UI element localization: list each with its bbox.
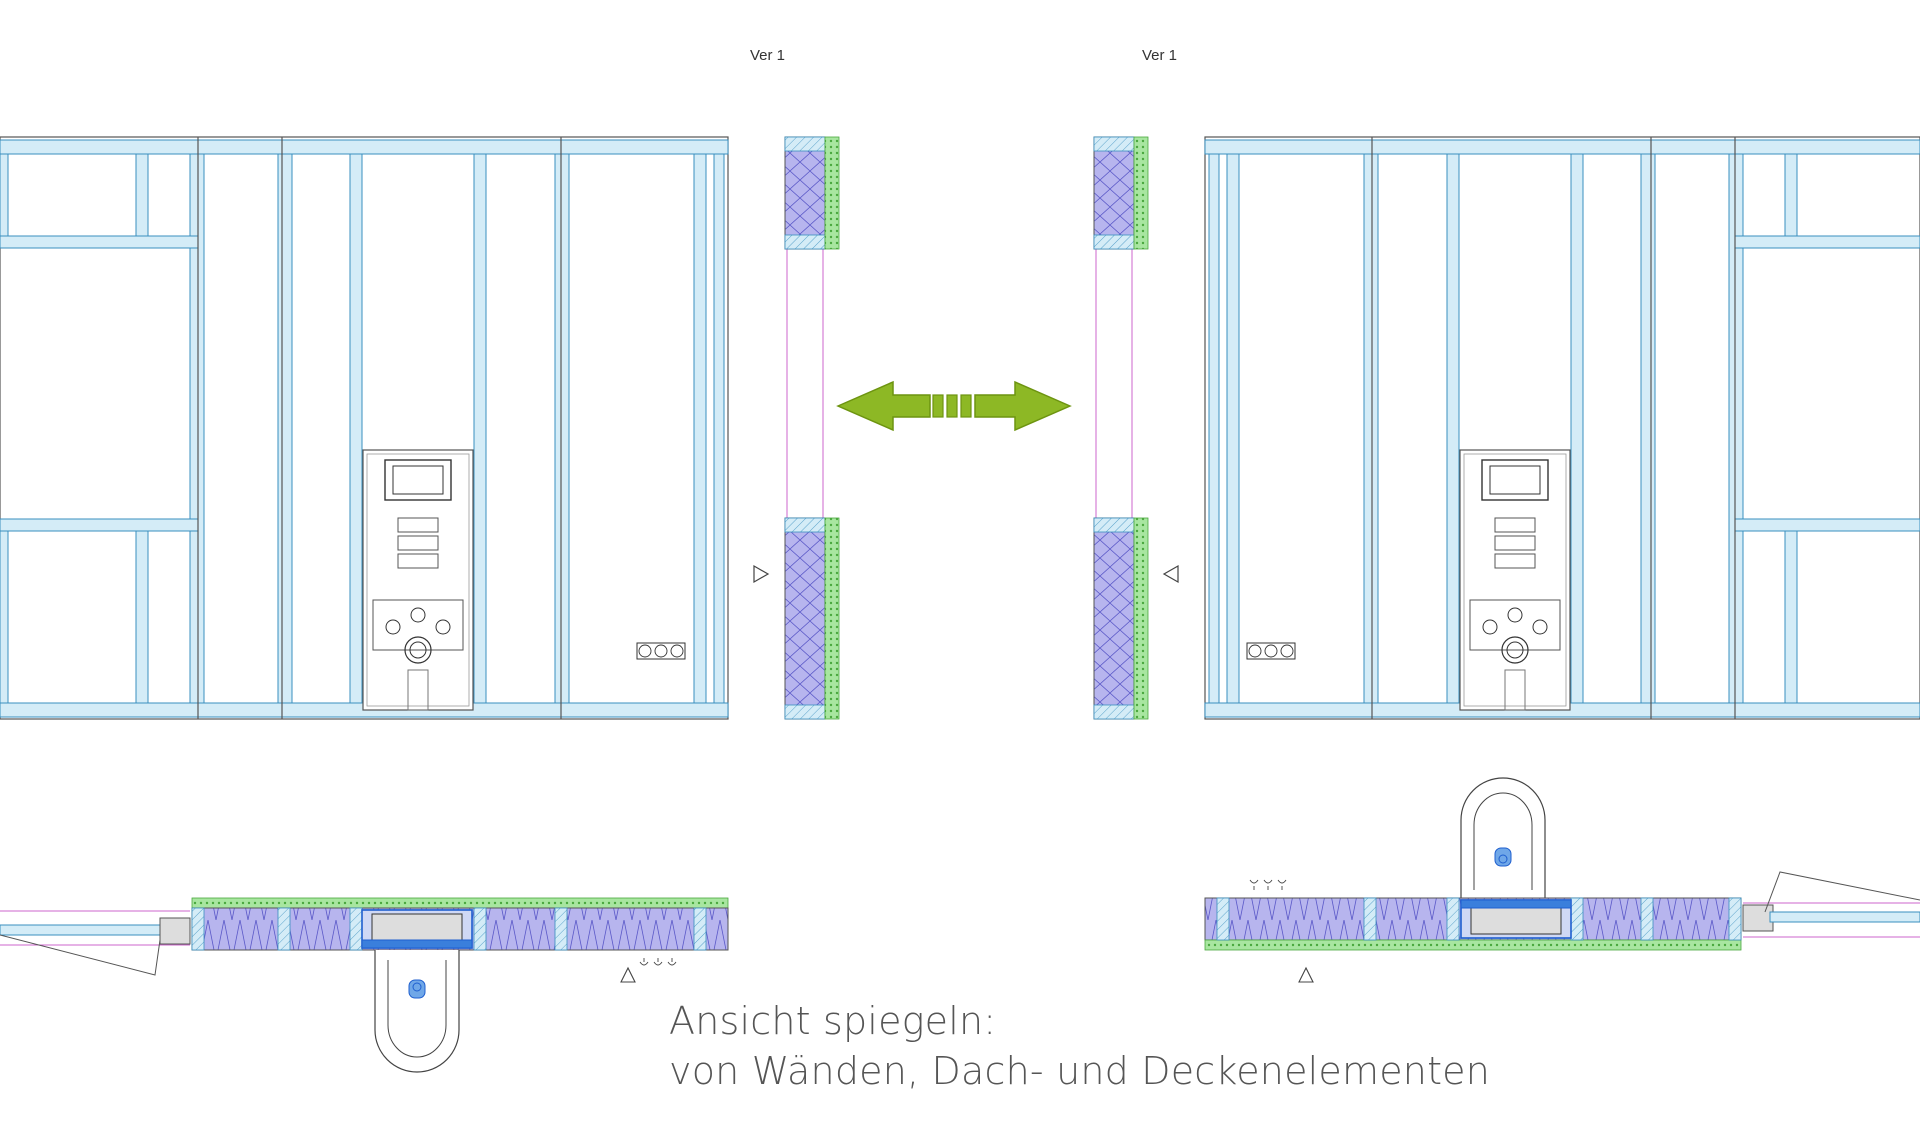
caption: Ansicht spiegeln: von Wänden, Dach- und … bbox=[669, 996, 1490, 1096]
version-label-right: Ver 1 bbox=[1142, 47, 1178, 64]
caption-line-1: Ansicht spiegeln: bbox=[669, 999, 997, 1043]
caption-line-2: von Wänden, Dach- und Deckenelementen bbox=[669, 1049, 1491, 1093]
left-wall-section bbox=[784, 136, 840, 720]
double-arrow-icon bbox=[836, 380, 1072, 432]
right-wall-elevation bbox=[1204, 136, 1920, 720]
view-marker-right bbox=[1162, 564, 1179, 584]
version-label-left: Ver 1 bbox=[750, 47, 786, 64]
view-marker-left bbox=[753, 564, 770, 584]
left-wall-elevation bbox=[0, 136, 729, 720]
left-wall-plan bbox=[0, 897, 729, 1073]
right-wall-section bbox=[1093, 136, 1149, 720]
right-wall-plan bbox=[1204, 777, 1920, 983]
